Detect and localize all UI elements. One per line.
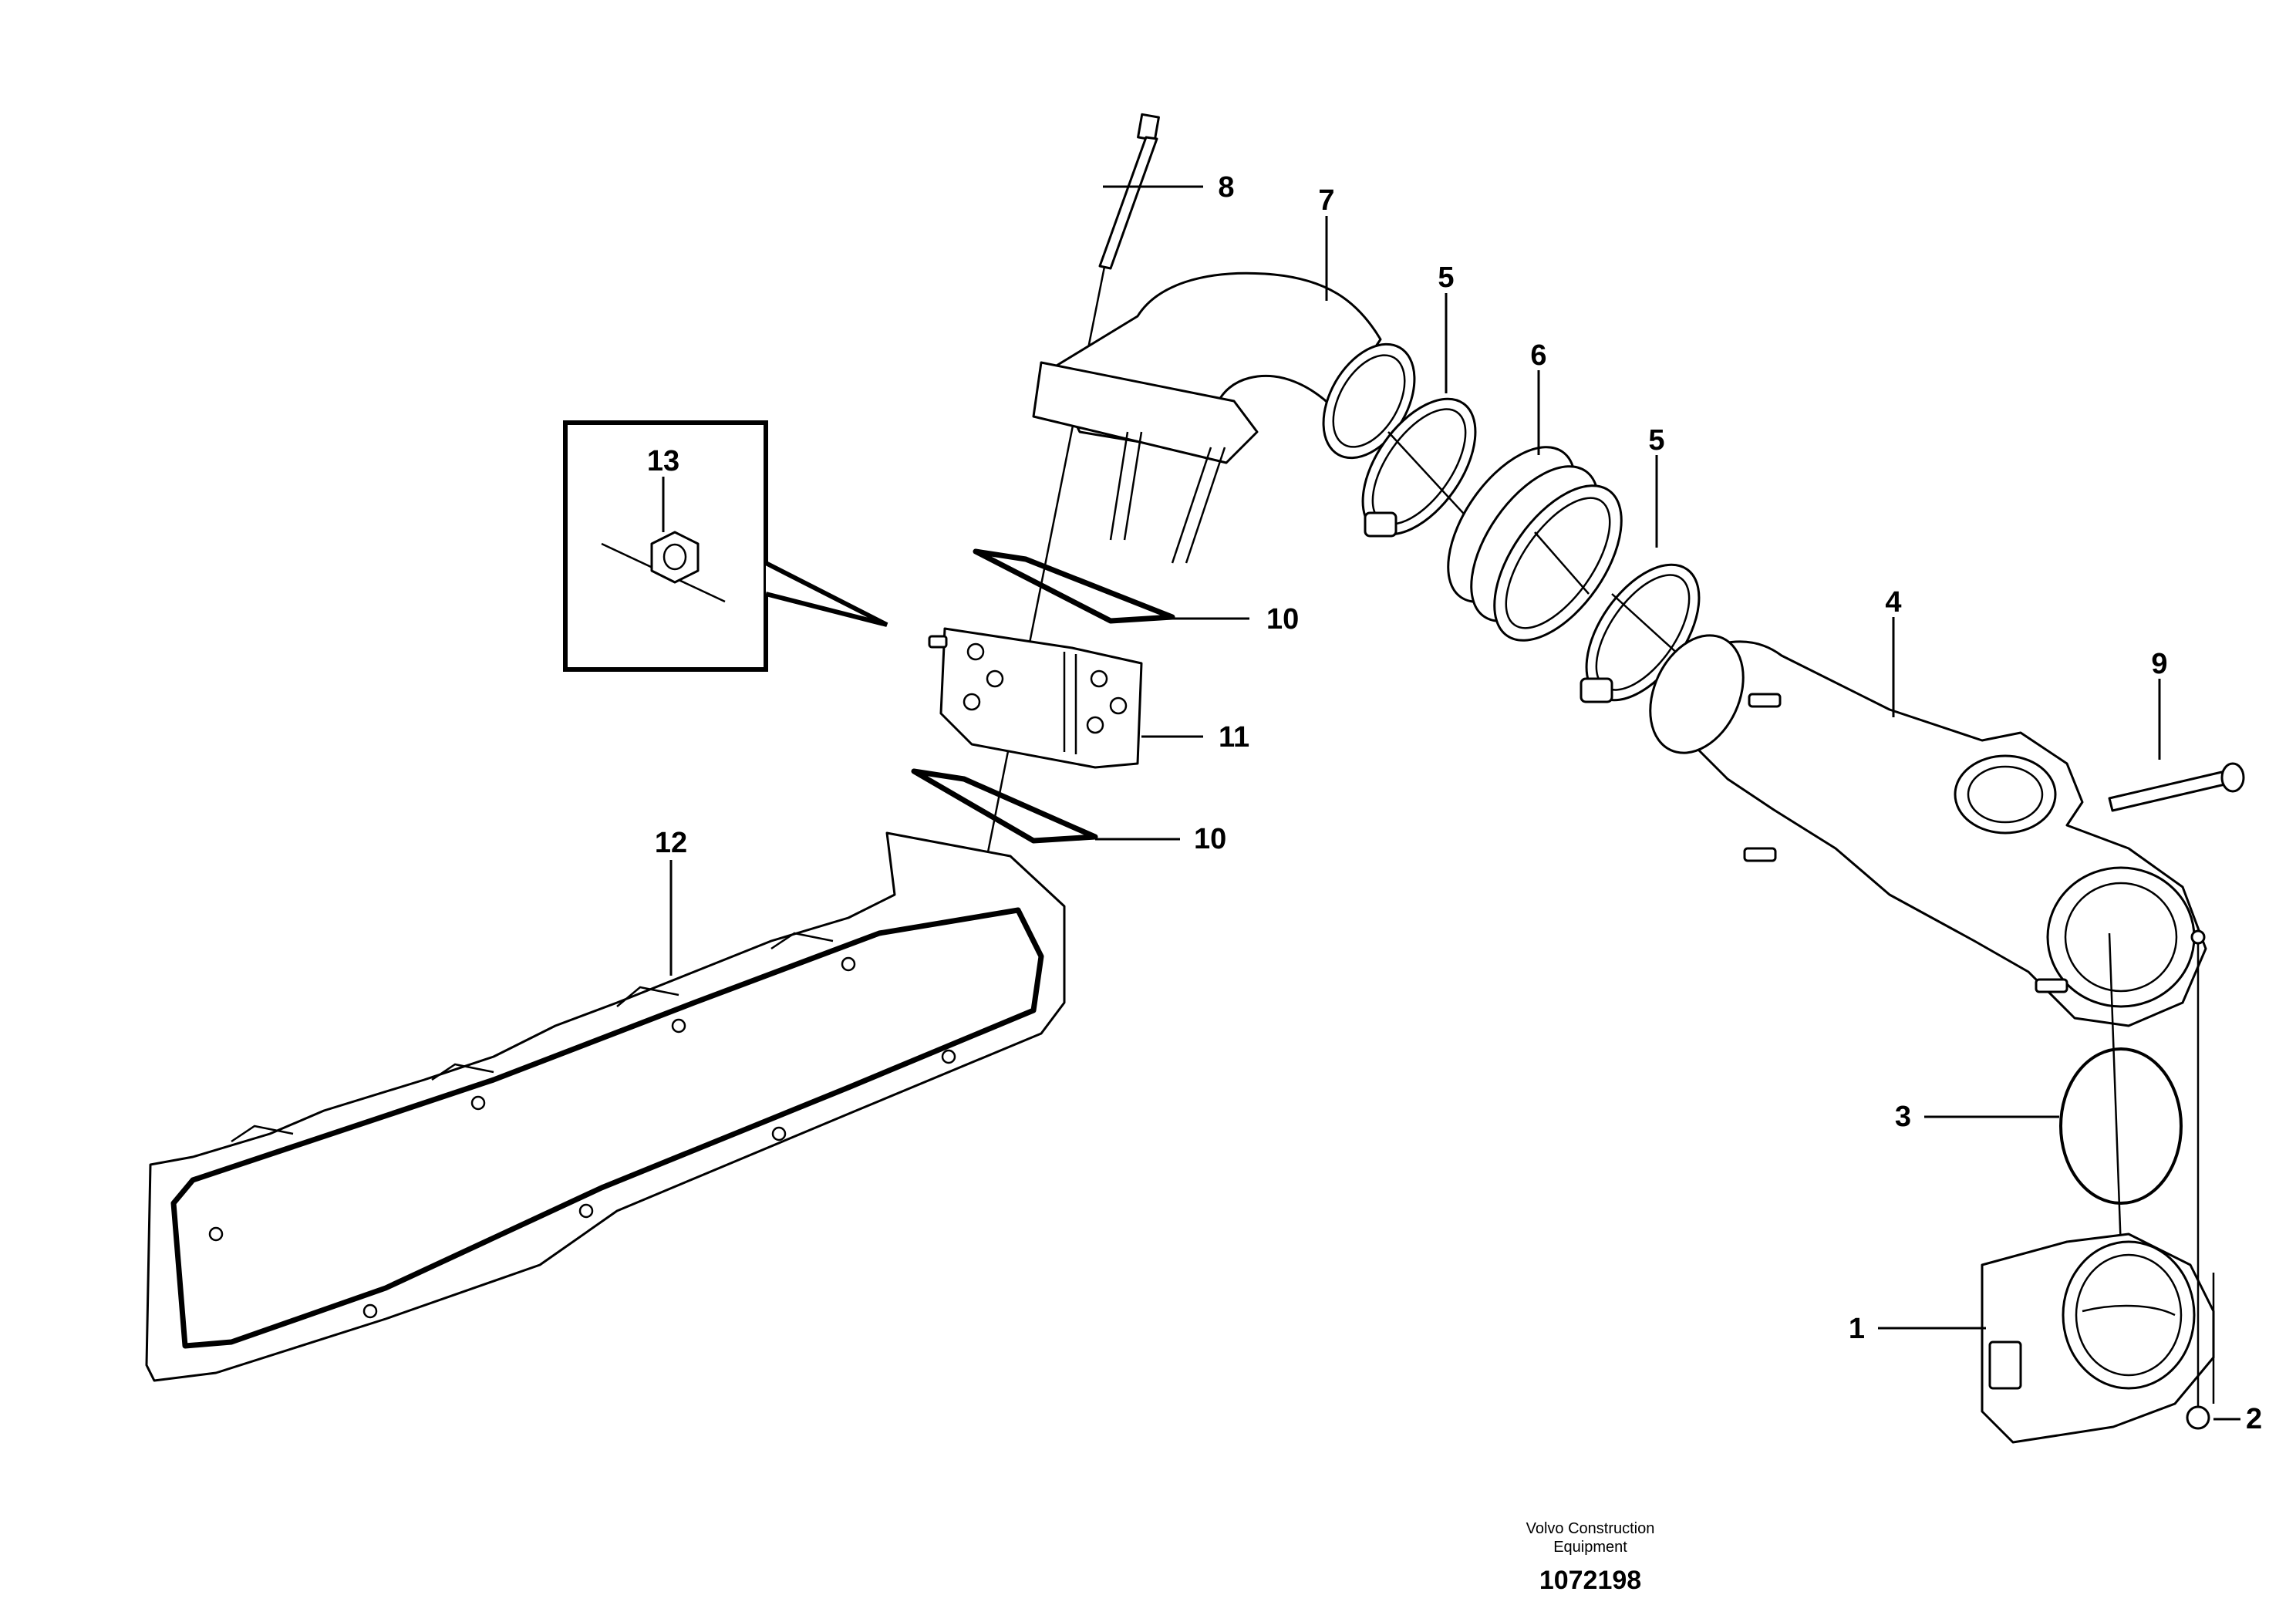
part-3-o-ring (2059, 1047, 2183, 1205)
drawing-number: 1072198 (1539, 1566, 1641, 1595)
part-10-gasket-upper (973, 548, 1175, 624)
callout-3: 3 (1895, 1101, 1911, 1133)
callout-1: 1 (1849, 1313, 1865, 1345)
callout-10b: 10 (1194, 823, 1226, 855)
callout-10a: 10 (1266, 603, 1299, 636)
part-2-plug (2186, 929, 2210, 1430)
callout-6: 6 (1530, 339, 1546, 372)
callout-labels: 1 2 3 4 5 5 6 7 8 9 10 10 11 12 13 (647, 171, 2262, 1435)
part-9-screw (2108, 762, 2245, 812)
part-4-inlet-pipe (1649, 634, 2207, 1250)
brand-line-1: Volvo Construction (1526, 1520, 1655, 1537)
part-8-bolt (978, 113, 1160, 895)
callout-8: 8 (1218, 171, 1234, 204)
callout-7: 7 (1318, 184, 1334, 217)
callout-5a: 5 (1438, 261, 1454, 294)
brand-line-2: Equipment (1553, 1539, 1627, 1556)
callout-12: 12 (655, 827, 687, 859)
callout-2: 2 (2246, 1403, 2262, 1435)
footer: Volvo Construction Equipment 1072198 (1526, 1520, 1655, 1595)
part-11-flange-block (928, 627, 1143, 769)
part-1-throttle-body (1981, 1233, 2215, 1444)
part-7-elbow-pipe (1032, 271, 1416, 564)
part-10-gasket-lower (911, 768, 1098, 844)
callout-9: 9 (2151, 648, 2167, 680)
callout-13: 13 (647, 445, 679, 477)
part-12-intake-manifold (145, 831, 1066, 1382)
part-6-hose (1447, 446, 1623, 642)
callout-11: 11 (1219, 721, 1249, 754)
callout-5b: 5 (1648, 424, 1664, 457)
leader-lines (662, 185, 2240, 1421)
part-5-clamp-upper (1361, 397, 1482, 538)
callout-4: 4 (1885, 586, 1901, 619)
part-13-detail-inset (563, 420, 888, 672)
